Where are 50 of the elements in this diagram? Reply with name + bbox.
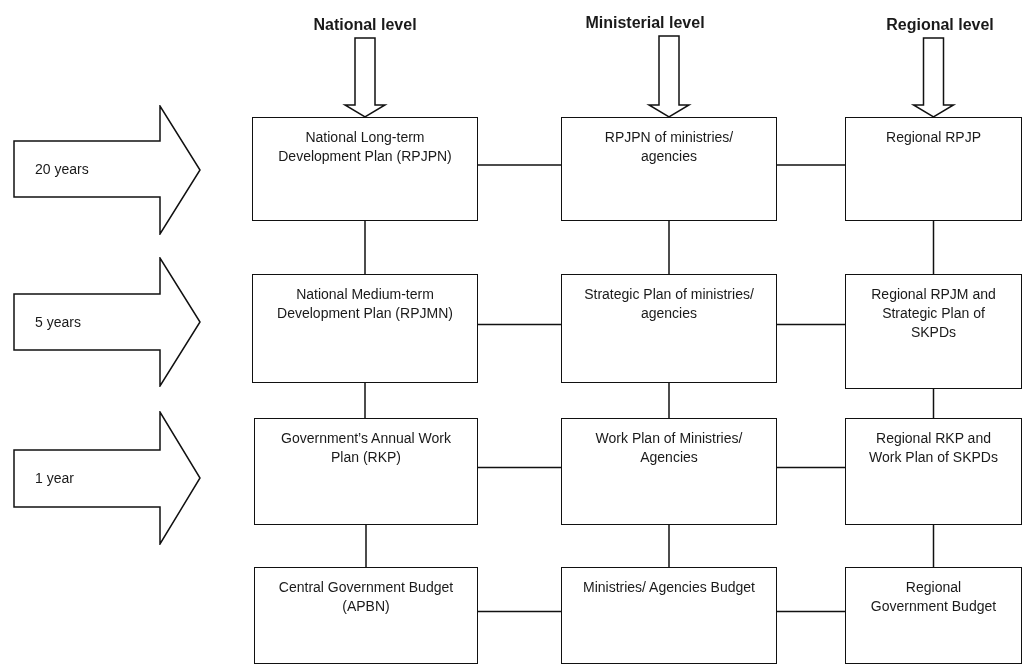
plan-box [254, 567, 478, 664]
connector-line [477, 610, 562, 613]
plan-text: Strategic Plan of ministries/ agencies [583, 285, 755, 323]
hollow-arrow [910, 37, 957, 118]
plan-text: RPJPN of ministries/ agencies [603, 128, 735, 166]
plan-box [845, 567, 1022, 664]
connector-line [668, 220, 670, 275]
plan-box [254, 418, 478, 525]
connector-line [364, 220, 366, 275]
period-label: 1 year [35, 469, 74, 488]
plan-text: Central Government Budget (APBN) [277, 578, 455, 616]
plan-box [561, 567, 777, 664]
period-label: 5 years [35, 312, 81, 332]
connector-line [365, 524, 367, 568]
connector-line [477, 164, 562, 166]
plan-box [845, 418, 1022, 525]
plan-text: Regional RPJP [886, 128, 981, 147]
connector-line [932, 524, 935, 568]
hollow-arrow [646, 35, 692, 118]
connector-line [932, 388, 935, 419]
period-label: 20 years [35, 159, 89, 179]
plan-text: Regional RPJM and Strategic Plan of SKPDs [870, 285, 997, 342]
column-heading: Regional level [886, 15, 994, 35]
plan-box [561, 274, 777, 383]
plan-text: National Medium-term Development Plan (RPJMN) [276, 285, 454, 323]
plan-box [252, 117, 478, 221]
connector-line [668, 524, 670, 568]
connector-line [776, 610, 846, 613]
connector-line [668, 382, 670, 419]
connector-line [477, 466, 562, 469]
plan-box [845, 117, 1022, 221]
connector-line [932, 220, 935, 275]
column-heading: National level [313, 15, 417, 35]
plan-text: National Long-term Development Plan (RPJPN) [277, 128, 453, 166]
connector-line [776, 466, 846, 469]
plan-box [561, 418, 777, 525]
plan-text: Government’s Annual Work Plan (RKP) [280, 429, 452, 467]
plan-text: Regional RKP and Work Plan of SKPDs [868, 429, 999, 467]
connector-line [477, 323, 562, 326]
plan-box [252, 274, 478, 383]
hollow-arrow [342, 37, 388, 118]
connector-line [776, 323, 846, 326]
plan-text: Work Plan of Ministries/ Agencies [594, 429, 744, 467]
connector-line [776, 164, 846, 166]
column-heading: Ministerial level [585, 13, 705, 33]
plan-box [561, 117, 777, 221]
plan-text: Regional Government Budget [869, 578, 998, 616]
plan-box [845, 274, 1022, 389]
connector-line [364, 382, 366, 419]
plan-text: Ministries/ Agencies Budget [583, 578, 755, 597]
